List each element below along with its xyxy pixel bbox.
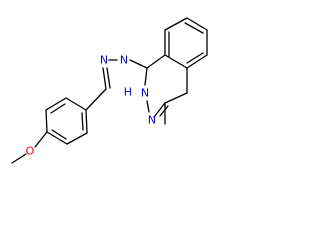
oxygen-atom: O bbox=[26, 145, 35, 158]
methoxy-group bbox=[11, 131, 48, 164]
azo-nitrogen-atom: N bbox=[120, 54, 128, 67]
benzene-ring bbox=[45, 97, 88, 145]
ring-hydrogen-label: H bbox=[124, 86, 132, 99]
hydrazone-linker bbox=[85, 59, 148, 111]
phthalazine-ring bbox=[144, 54, 188, 125]
fused-benzene-ring bbox=[164, 17, 208, 94]
structure-diagram: O N N H N N bbox=[11, 17, 208, 164]
ring-nh-nitrogen-atom: N bbox=[141, 87, 149, 100]
ring-nitrogen-atom: N bbox=[148, 114, 156, 127]
imine-nitrogen-atom: N bbox=[100, 54, 108, 67]
